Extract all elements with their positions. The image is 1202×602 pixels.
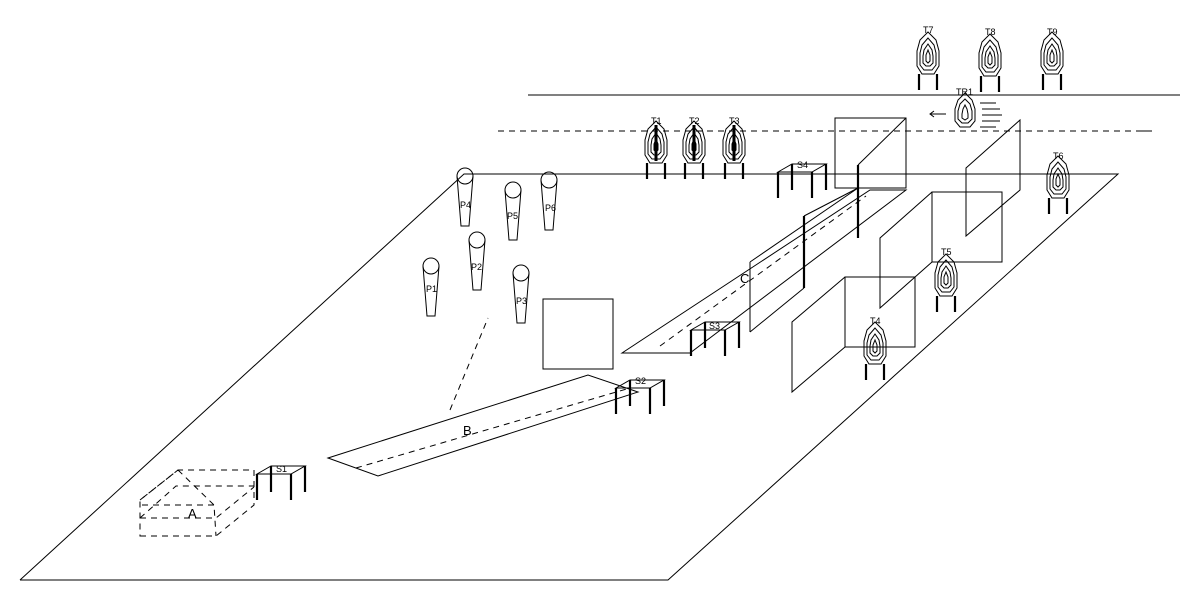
station-s2-label: S2 (635, 376, 646, 386)
popper-p6 (540, 171, 558, 231)
station-s3-label: S3 (709, 321, 720, 331)
popper-p4 (456, 167, 474, 227)
popper-p3-label: P3 (516, 296, 527, 306)
popper-p2 (468, 231, 486, 291)
target-t7-label: T7 (923, 25, 934, 35)
target-t9 (1039, 30, 1065, 92)
target-t1 (645, 121, 667, 179)
ground-plane (19, 173, 1120, 581)
popper-p4-label: P4 (460, 200, 471, 210)
target-t3 (723, 121, 745, 179)
target-tr1 (954, 92, 976, 128)
arrow-left-icon (929, 110, 946, 118)
area-c-label: C (740, 271, 749, 286)
target-t2 (683, 121, 705, 179)
popper-p1-label: P1 (426, 284, 437, 294)
target-t5 (933, 252, 959, 314)
popper-p5-label: P5 (507, 211, 518, 221)
popper-p6-label: P6 (545, 203, 556, 213)
area-b-platform (326, 317, 640, 477)
area-a-label: A (188, 506, 197, 521)
target-t8 (977, 32, 1003, 94)
area-a-box (139, 469, 255, 537)
target-t2-label: T2 (689, 116, 700, 126)
target-t7 (915, 30, 941, 92)
station-s4-label: S4 (797, 160, 808, 170)
target-t1-label: T1 (651, 116, 662, 126)
target-t9-label: T9 (1047, 27, 1058, 37)
target-t8-label: T8 (985, 27, 996, 37)
station-s1-label: S1 (276, 464, 287, 474)
panel-square (542, 298, 614, 370)
target-tr1-label: TR1 (956, 87, 973, 97)
target-t4 (862, 320, 888, 382)
target-t4-label: T4 (870, 316, 881, 326)
target-t5-label: T5 (941, 247, 952, 257)
wall-frames (749, 117, 1021, 394)
motion-lines (980, 102, 1002, 128)
target-t6-label: T6 (1053, 151, 1064, 161)
target-t6 (1045, 154, 1071, 216)
popper-p3 (512, 264, 530, 324)
popper-p2-label: P2 (471, 262, 482, 272)
area-c-platform (620, 189, 908, 354)
area-b-label: B (463, 423, 472, 438)
target-t3-label: T3 (729, 116, 740, 126)
